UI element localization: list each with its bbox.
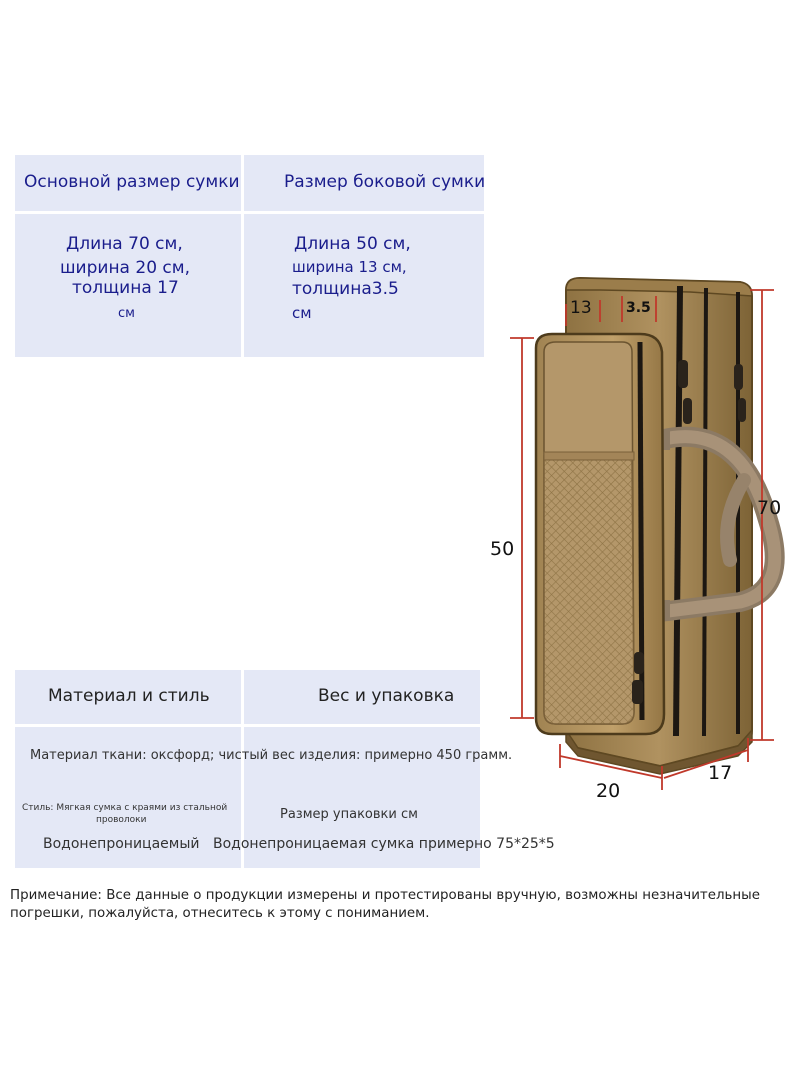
note-line2: погрешки, пожалуйста, отнеситесь к этому… [10,906,430,921]
material-weight-text: Материал ткани: оксфорд; чистый вес изде… [30,748,513,763]
side-size-header: Размер боковой сумки [284,172,486,192]
weight-body-cell [244,727,480,868]
side-pocket [534,332,666,736]
style-text-line1: Стиль: Мягкая сумка с краями из стальной [22,803,228,813]
side-size-width: ширина 13 см, [292,258,407,276]
dim-main-width: 20 [596,780,621,802]
main-size-thickness: толщина 17 [72,278,179,298]
weight-header: Вес и упаковка [318,686,455,706]
side-size-unit: см [292,304,312,322]
dim-main-length: 70 [757,497,782,519]
material-header-cell [15,670,241,724]
dim-side-thickness: 3.5 [626,300,651,316]
side-size-thickness: толщина3.5 [292,279,399,299]
style-text-line2: проволоки [96,815,147,825]
main-size-value-cell [15,214,241,357]
dimension-lines [510,289,774,790]
material-body-cell [15,727,241,868]
dim-main-thickness: 17 [708,762,733,784]
side-size-length: Длина 50 см, [294,234,411,254]
main-size-unit: см [118,306,135,321]
main-size-length: Длина 70 см, [66,234,183,254]
dim-side-width: 13 [570,298,592,318]
side-size-value-cell [244,214,484,357]
main-size-width: ширина 20 см, [60,258,190,278]
dim-side-length: 50 [490,538,515,560]
material-header: Материал и стиль [48,686,210,706]
weight-header-cell [244,670,480,724]
main-size-header-cell [15,155,241,211]
waterproof-text: Водонепроницаемый [43,836,200,852]
package-value-text: Водонепроницаемая сумка примерно 75*25*5 [213,836,555,852]
note-line1: Примечание: Все данные о продукции измер… [10,888,760,903]
package-size-label: Размер упаковки см [280,807,418,822]
side-size-header-cell [244,155,484,211]
main-size-header: Основной размер сумки [24,172,240,192]
